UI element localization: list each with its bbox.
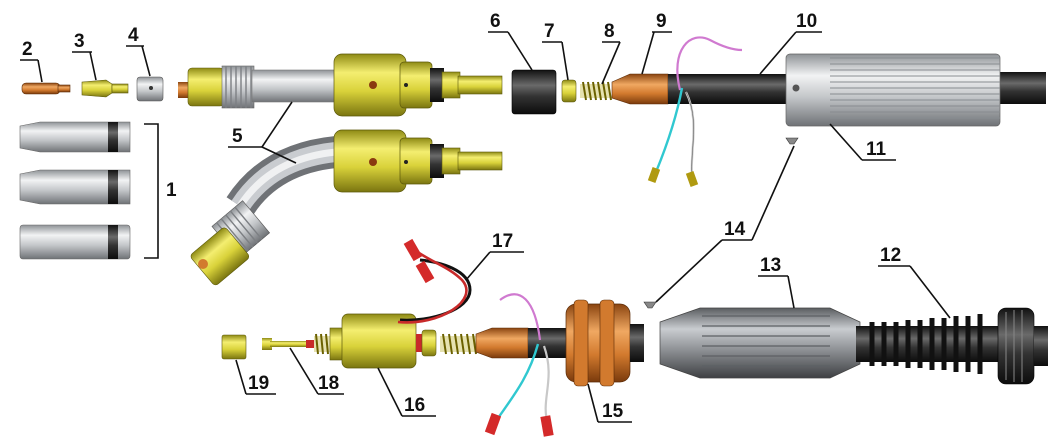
part-17-wires (397, 238, 472, 324)
spring-bottom (440, 327, 568, 359)
leader-lines (20, 31, 951, 423)
part-7-small-nut (561, 79, 577, 103)
part-3-tip-holder (81, 79, 129, 98)
label-7: 7 (544, 21, 555, 42)
label-4: 4 (128, 25, 139, 46)
label-2: 2 (22, 39, 33, 60)
part-6-nut (511, 69, 557, 115)
part-14-screw-bottom (643, 301, 657, 309)
label-13: 13 (760, 255, 781, 276)
part-19-nut (221, 334, 247, 360)
label-17: 17 (492, 231, 513, 252)
torch-body-top (333, 53, 503, 117)
label-14: 14 (724, 219, 746, 240)
part-15-handle-nut (565, 299, 644, 387)
part-4-insulator (136, 76, 164, 102)
label-16: 16 (404, 395, 425, 416)
torch-body-middle (333, 129, 503, 193)
label-9: 9 (656, 11, 667, 32)
part-9-ferrule (611, 73, 669, 105)
control-wires-bottom (484, 293, 554, 437)
part-14-screw-top (785, 137, 799, 145)
part-13-handle (659, 307, 861, 379)
label-12: 12 (880, 245, 901, 266)
label-10: 10 (796, 11, 817, 32)
part-11-handle-shell (785, 53, 1001, 127)
part-5-neck-straight (178, 65, 339, 109)
label-18: 18 (318, 373, 339, 394)
label-5: 5 (232, 126, 243, 147)
part-labels: 1 2 3 4 5 6 7 8 9 10 11 12 13 14 15 16 1… (22, 11, 901, 422)
label-6: 6 (490, 11, 501, 32)
part-5-neck-bent (190, 136, 338, 286)
label-1: 1 (166, 180, 177, 201)
label-3: 3 (74, 31, 85, 52)
control-wires-top (647, 36, 743, 187)
part-12-cable-boot (856, 307, 1048, 385)
part-16-switch-body (314, 313, 437, 369)
part-2-contact-tip (21, 82, 71, 95)
label-15: 15 (602, 401, 624, 422)
label-11: 11 (866, 139, 887, 160)
part-8-spring (580, 81, 612, 101)
label-19: 19 (248, 373, 269, 394)
label-8: 8 (604, 21, 615, 42)
part-1-nozzles (19, 121, 131, 260)
